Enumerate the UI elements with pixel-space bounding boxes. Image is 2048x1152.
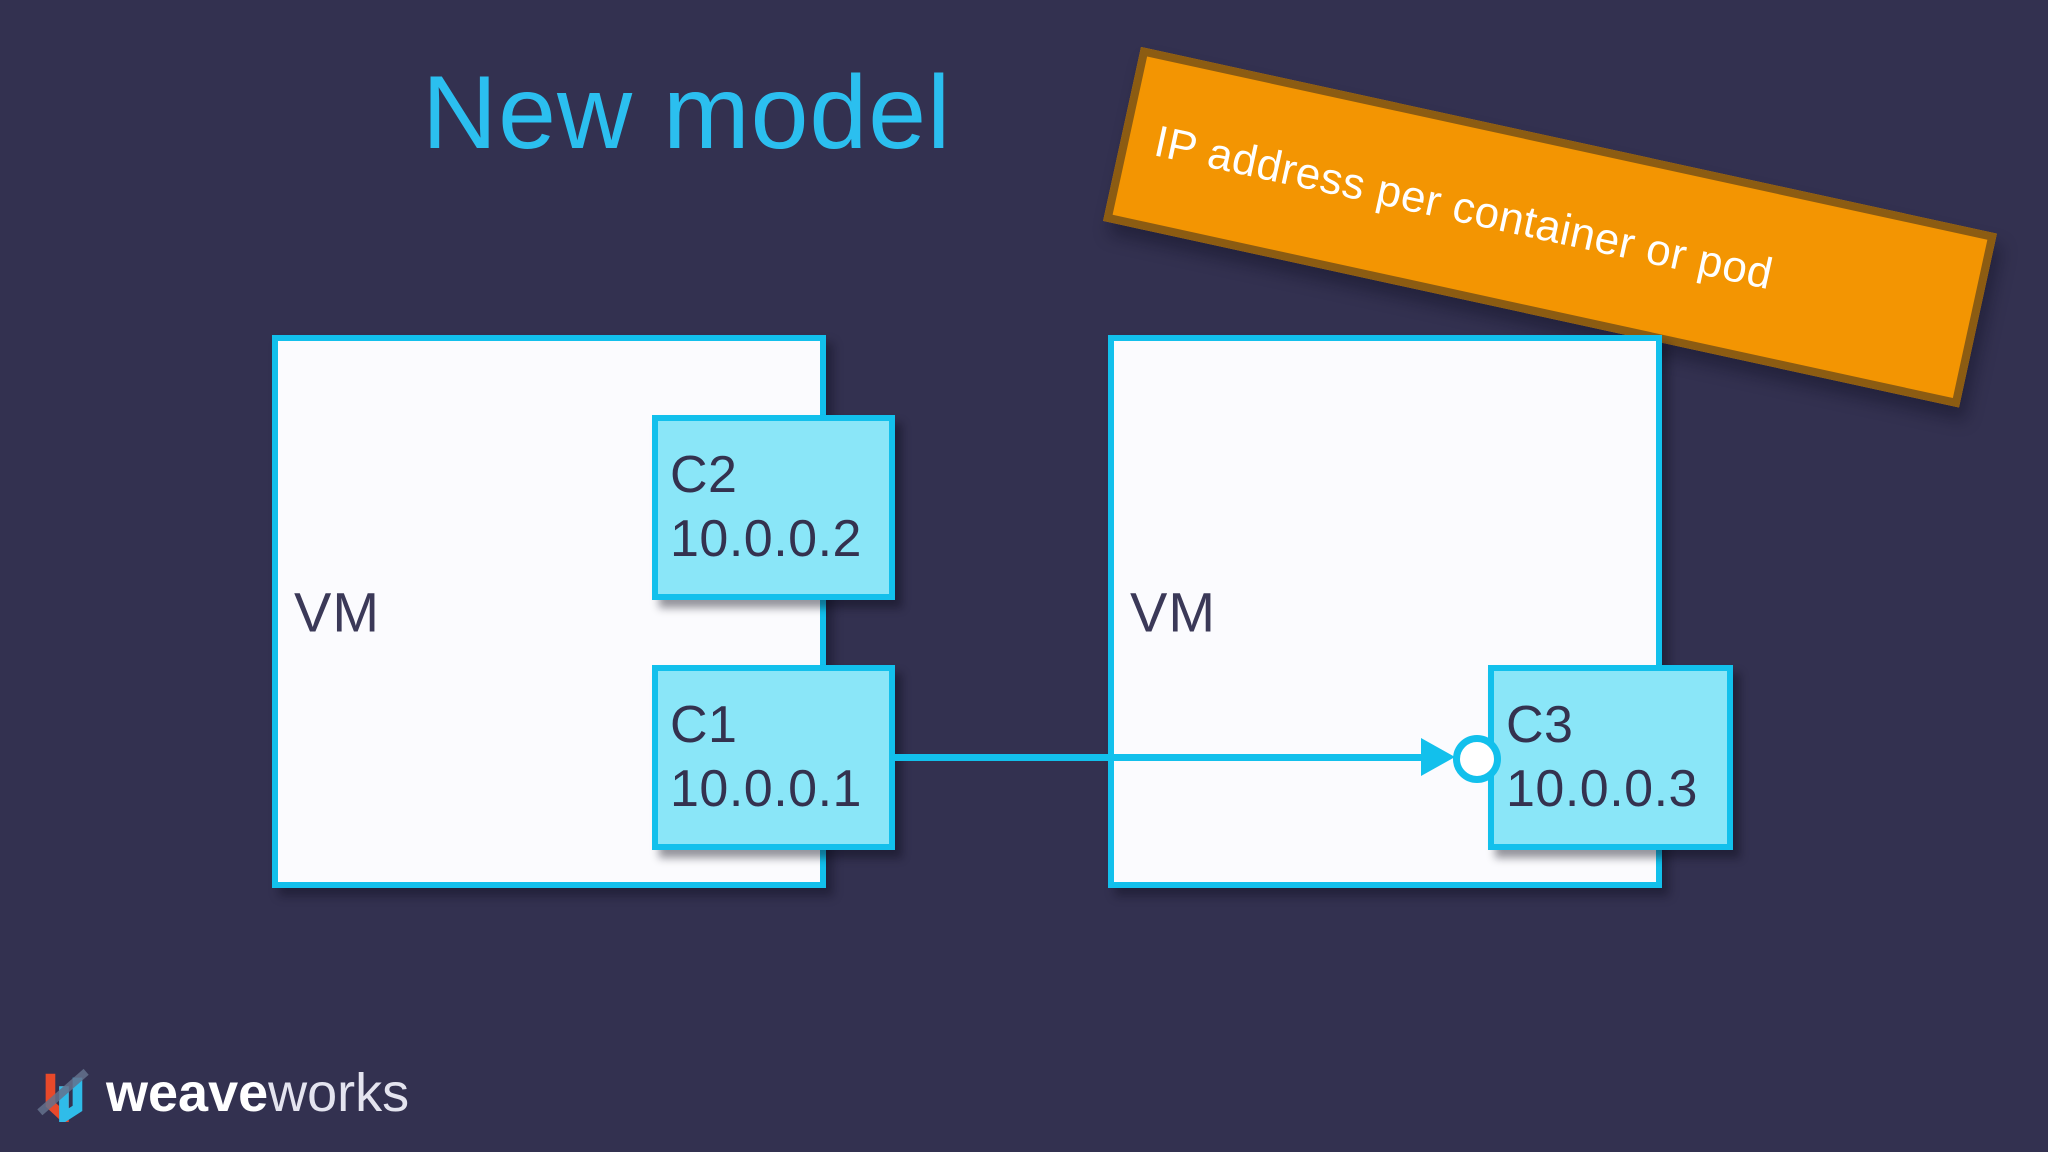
container-c2-ip: 10.0.0.2 — [670, 509, 862, 568]
weaveworks-logo: weaveworks — [36, 1062, 409, 1124]
container-c1-name: C1 — [670, 696, 738, 755]
logo-text-bold: weave — [106, 1063, 269, 1123]
container-c1-ip: 10.0.0.1 — [670, 759, 862, 818]
container-c3-box: C3 10.0.0.3 — [1488, 665, 1733, 850]
container-c1-box: C1 10.0.0.1 — [652, 665, 895, 850]
container-c2-box: C2 10.0.0.2 — [652, 415, 895, 600]
connection-line — [895, 754, 1423, 761]
logo-wordmark: weaveworks — [106, 1066, 409, 1120]
container-c2-name: C2 — [670, 446, 738, 505]
weave-logo-icon — [37, 1068, 89, 1122]
arrowhead-icon — [1421, 738, 1455, 776]
container-c3-name: C3 — [1506, 696, 1574, 755]
endpoint-circle-icon — [1453, 735, 1501, 783]
page-title: New model — [422, 55, 952, 171]
vm-left-label: VM — [294, 580, 380, 643]
callout-banner-text: IP address per container or pod — [1150, 116, 1778, 300]
vm-right-label: VM — [1130, 580, 1216, 643]
container-c3-ip: 10.0.0.3 — [1506, 759, 1698, 818]
logo-text-light: works — [268, 1063, 410, 1123]
